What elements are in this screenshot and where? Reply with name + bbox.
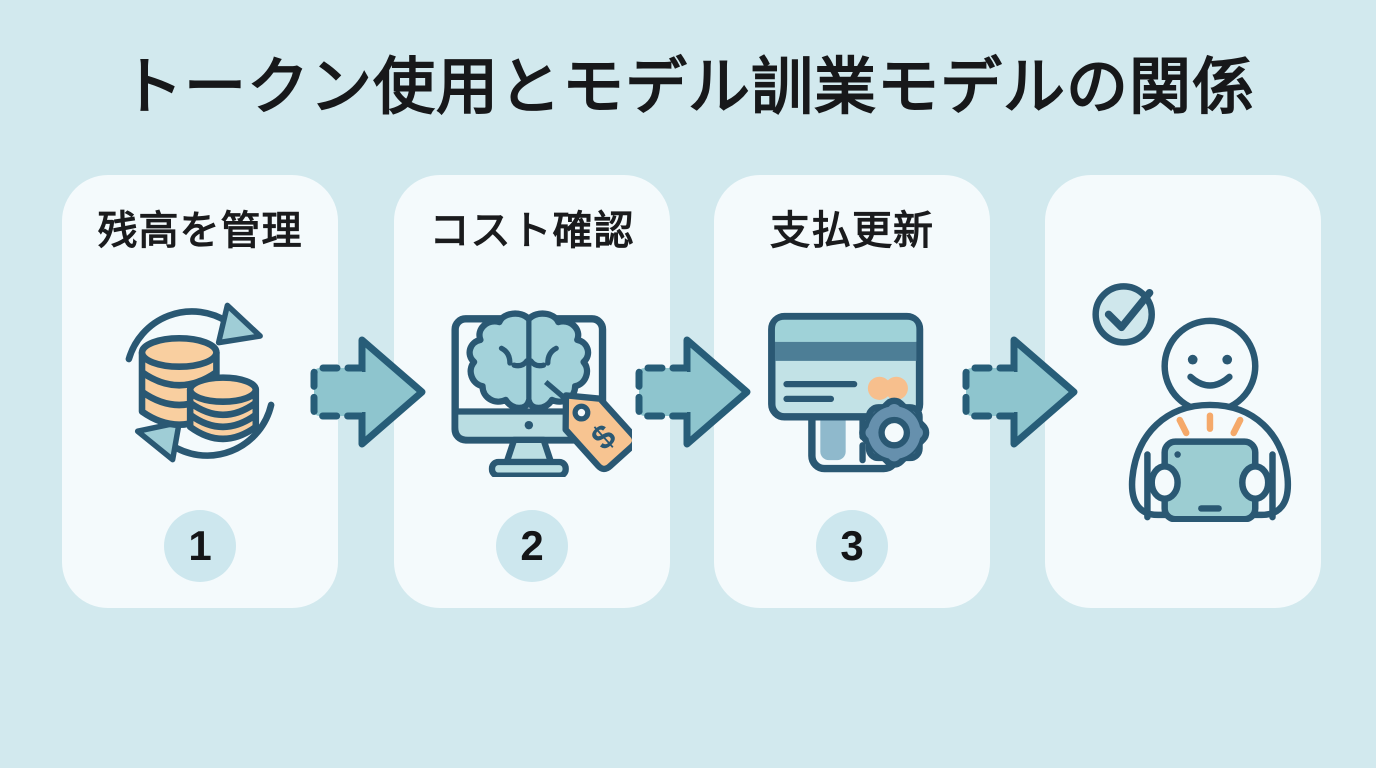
step-card-2: コスト確認: [394, 175, 670, 608]
step-title-3: 支払更新: [770, 209, 934, 253]
page-title: トークン使用とモデル訓業モデルの関係: [120, 53, 1255, 122]
sync-arrows-icon: [125, 302, 275, 462]
coin-stack-icon: [138, 334, 260, 442]
coins-sync-icon: [62, 253, 338, 510]
step-number-badge-1: 1: [164, 510, 236, 582]
step-card-1: 残高を管理: [62, 175, 338, 608]
step-title-2: コスト確認: [429, 209, 635, 253]
arrow-right-icon: [958, 328, 1082, 456]
step-card-3: 支払更新: [714, 175, 990, 608]
arrow-right-icon: [306, 328, 430, 456]
monitor-brain-price-tag-icon: $: [394, 253, 670, 510]
credit-card-icon: [768, 312, 924, 421]
step-card-4: [1045, 175, 1321, 608]
gear-icon: [859, 397, 930, 468]
price-tag-icon: $: [543, 379, 632, 472]
check-circle-icon: [1092, 282, 1155, 346]
brain-icon: [466, 309, 592, 411]
step-number-badge-2: 2: [496, 510, 568, 582]
person-tablet-check-icon: [1045, 175, 1321, 608]
arrow-right-icon: [631, 328, 755, 456]
person-icon: [1128, 317, 1292, 522]
step-number-badge-3: 3: [816, 510, 888, 582]
credit-card-gear-icon: [714, 253, 990, 510]
step-title-1: 残高を管理: [97, 209, 303, 253]
